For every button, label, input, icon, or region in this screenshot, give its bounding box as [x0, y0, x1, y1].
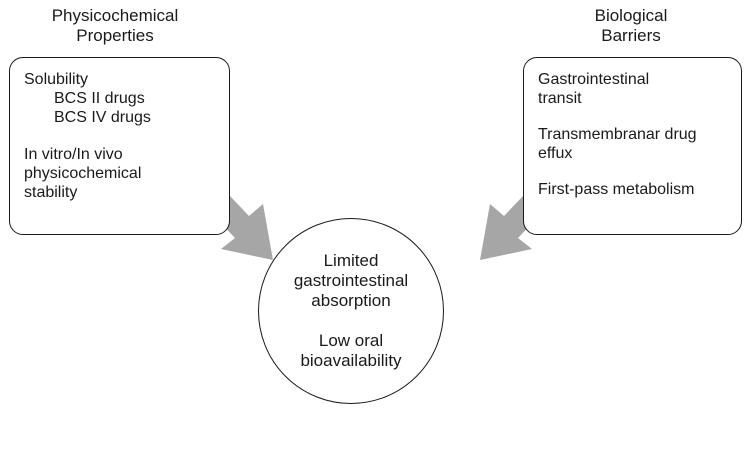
box-line: transit	[538, 90, 582, 107]
heading-line: Barriers	[601, 26, 661, 45]
circle-line: gastrointestinal	[293, 271, 409, 290]
heading-line: Physicochemical	[51, 6, 179, 25]
box-line: effux	[538, 145, 573, 162]
circle-line: absorption	[311, 291, 391, 310]
circle-line: bioavailability	[300, 351, 402, 370]
physicochemical-heading: Physicochemical Properties	[10, 6, 220, 46]
box-line: physicochemical	[24, 165, 142, 182]
biological-box: Gastrointestinal transit Transmembranar …	[523, 57, 742, 235]
box-line: stability	[24, 184, 78, 201]
right-arrow	[480, 196, 537, 260]
box-line: BCS IV drugs	[54, 109, 151, 126]
box-line: In vitro/In vivo	[24, 146, 123, 163]
bioavailability-text: Low oral bioavailability	[300, 331, 401, 371]
absorption-text: Limited gastrointestinal absorption	[294, 251, 408, 311]
physicochemical-box: Solubility BCS II drugs BCS IV drugs In …	[9, 57, 230, 235]
heading-line: Properties	[76, 26, 154, 45]
heading-line: Biological	[594, 6, 668, 25]
outcome-circle: Limited gastrointestinal absorption Low …	[258, 218, 444, 404]
box-line: Solubility	[24, 71, 89, 88]
circle-line: Limited	[323, 251, 379, 270]
box-line: Transmembranar drug	[538, 126, 697, 143]
biological-heading: Biological Barriers	[520, 6, 742, 46]
box-line: First-pass metabolism	[538, 181, 695, 198]
circle-line: Low oral	[318, 331, 384, 350]
box-line: BCS II drugs	[54, 90, 145, 107]
box-line: Gastrointestinal	[538, 71, 650, 88]
left-arrow	[216, 196, 273, 260]
